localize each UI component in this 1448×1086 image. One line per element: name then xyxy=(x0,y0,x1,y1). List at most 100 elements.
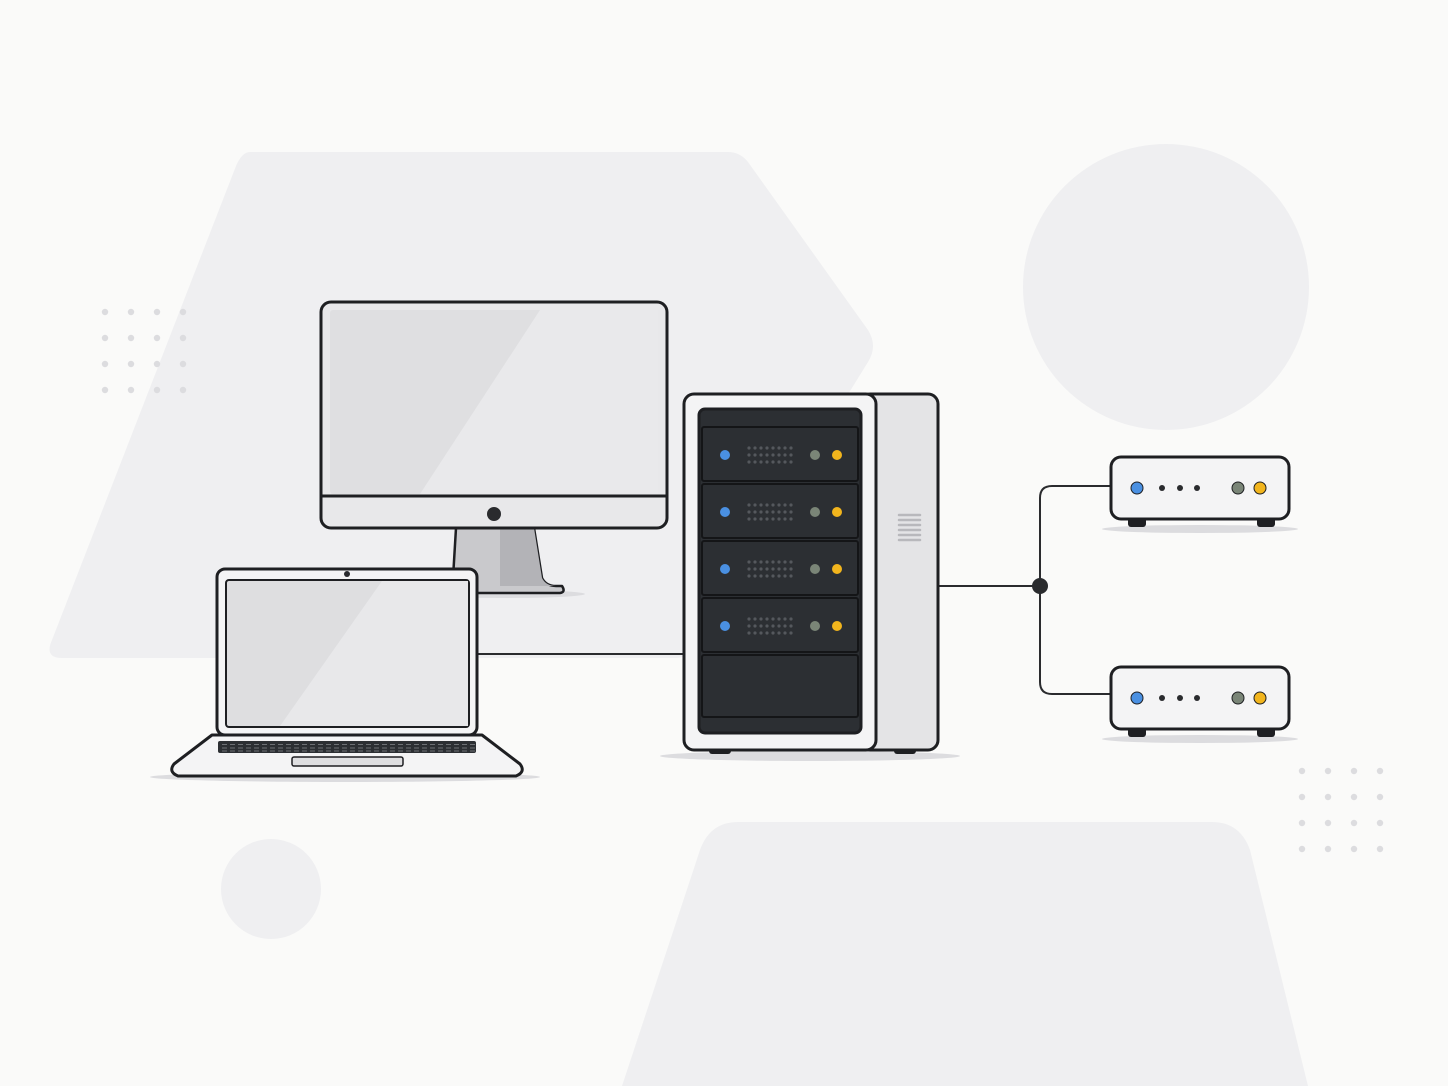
pattern-dot xyxy=(1350,767,1358,775)
bay-vent-dot xyxy=(765,453,769,457)
device-port-dot xyxy=(1177,485,1183,491)
pattern-dot xyxy=(179,334,187,342)
monitor-stand-shade xyxy=(500,528,556,586)
bay-vent-dot xyxy=(777,503,781,507)
bay-vent-dot xyxy=(789,517,793,521)
pattern-dot xyxy=(153,360,161,368)
bay-vent-dot xyxy=(777,624,781,628)
status-led-yellow xyxy=(832,450,842,460)
status-led-gray xyxy=(1231,481,1245,495)
bay-vent-dot xyxy=(783,574,787,578)
device-port-dot xyxy=(1194,695,1200,701)
monitor-screen-glare xyxy=(420,310,658,494)
pattern-dot xyxy=(1298,793,1306,801)
status-led-blue xyxy=(1130,481,1144,495)
bay-vent-dot xyxy=(759,624,763,628)
bay-vent-dot xyxy=(759,560,763,564)
network-hub-node xyxy=(1032,578,1048,594)
device-shadow xyxy=(1102,735,1298,743)
bay-vent-dot xyxy=(747,460,751,464)
pattern-dot xyxy=(1324,793,1332,801)
drive-bay xyxy=(701,483,859,539)
bay-vent-dot xyxy=(789,460,793,464)
bay-vent-dot xyxy=(789,624,793,628)
bay-vent-dot xyxy=(765,560,769,564)
network-device xyxy=(1102,455,1298,533)
bay-vent-dot xyxy=(759,574,763,578)
bay-vent-dot xyxy=(753,574,757,578)
drive-bay xyxy=(701,540,859,596)
pattern-dot xyxy=(153,386,161,394)
bay-vent-dot xyxy=(783,567,787,571)
bay-vent-dot xyxy=(771,567,775,571)
bay-vent-dot xyxy=(789,446,793,450)
bay-vent-dot xyxy=(771,624,775,628)
bay-vent-dot xyxy=(783,517,787,521)
status-led-yellow xyxy=(1253,481,1267,495)
bg-trapezoid-shape xyxy=(622,822,1308,1086)
bay-vent-dot xyxy=(777,460,781,464)
bay-vent-dot xyxy=(777,453,781,457)
status-led-yellow xyxy=(832,507,842,517)
bay-vent-dot xyxy=(747,510,751,514)
pattern-dot xyxy=(1298,819,1306,827)
bg-circle-large xyxy=(1023,144,1309,430)
status-led-blue xyxy=(720,507,730,517)
server-shadow xyxy=(660,751,960,761)
status-led-yellow xyxy=(832,621,842,631)
bay-vent-dot xyxy=(747,624,751,628)
bay-vent-dot xyxy=(747,574,751,578)
hub-lower-branch xyxy=(1039,586,1112,695)
bay-vent-dot xyxy=(783,503,787,507)
bay-vent-dot xyxy=(765,503,769,507)
bay-vent-dot xyxy=(777,617,781,621)
bay-vent-dot xyxy=(777,446,781,450)
pattern-dot xyxy=(179,386,187,394)
bay-vent-dot xyxy=(765,631,769,635)
bay-vent-dot xyxy=(783,510,787,514)
network-devices xyxy=(1102,455,1298,743)
pattern-dot xyxy=(1298,767,1306,775)
bay-vent-dot xyxy=(789,560,793,564)
bay-vent-dot xyxy=(777,517,781,521)
bay-vent-dot xyxy=(777,574,781,578)
device-port-dot xyxy=(1194,485,1200,491)
empty-drive-bay xyxy=(701,654,859,718)
bay-vent-dot xyxy=(765,510,769,514)
bay-vent-dot xyxy=(783,446,787,450)
bay-vent-dot xyxy=(771,631,775,635)
bg-circle-small xyxy=(221,839,321,939)
bay-vent-dot xyxy=(771,574,775,578)
bay-vent-dot xyxy=(759,510,763,514)
bay-vent-dot xyxy=(783,631,787,635)
bay-vent-dot xyxy=(753,460,757,464)
bay-vent-dot xyxy=(747,453,751,457)
pattern-dot xyxy=(127,386,135,394)
status-led-yellow xyxy=(1253,691,1267,705)
pattern-dot xyxy=(1350,793,1358,801)
bay-vent-dot xyxy=(753,624,757,628)
pattern-dot xyxy=(1324,819,1332,827)
bay-vent-dot xyxy=(789,574,793,578)
bay-vent-dot xyxy=(771,617,775,621)
dot-pattern-right xyxy=(1298,767,1384,853)
bay-vent-dot xyxy=(783,560,787,564)
bay-vent-dot xyxy=(777,567,781,571)
pattern-dot xyxy=(101,334,109,342)
bay-vent-dot xyxy=(789,617,793,621)
pattern-dot xyxy=(1376,845,1384,853)
bay-vent-dot xyxy=(759,460,763,464)
bay-vent-dot xyxy=(777,560,781,564)
status-led-gray xyxy=(810,564,820,574)
bay-vent-dot xyxy=(765,517,769,521)
status-led-blue xyxy=(1130,691,1144,705)
pattern-dot xyxy=(101,386,109,394)
bay-vent-dot xyxy=(765,574,769,578)
bay-vent-dot xyxy=(765,567,769,571)
pattern-dot xyxy=(1376,793,1384,801)
bay-vent-dot xyxy=(753,617,757,621)
status-led-gray xyxy=(810,450,820,460)
bay-vent-dot xyxy=(753,631,757,635)
device-shadow xyxy=(1102,525,1298,533)
